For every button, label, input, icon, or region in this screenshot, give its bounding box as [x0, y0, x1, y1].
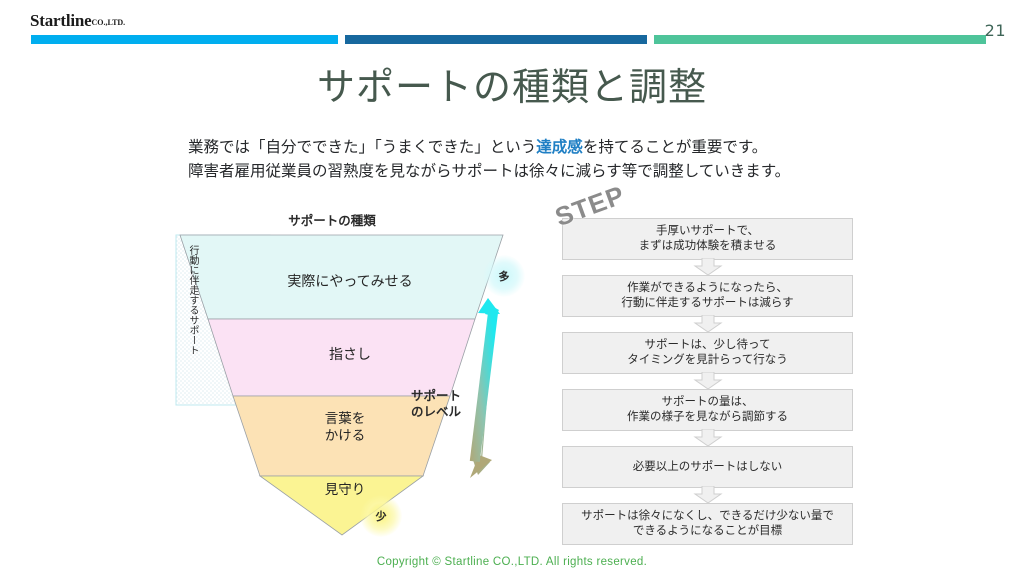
support-level-label-line1: サポート	[411, 389, 462, 403]
step-box-1-line2: まずは成功体験を積ませる	[638, 240, 777, 252]
support-level-arrow	[469, 298, 500, 478]
step-box-6-line2: できるようになることが目標	[632, 525, 783, 537]
logo-name: Startline	[30, 11, 92, 30]
header-bar-light-blue	[31, 35, 338, 44]
chevron-down-icon	[692, 258, 723, 275]
chevron-down-icon	[692, 486, 723, 503]
step-box-2-line2: 行動に伴走するサポートは減らす	[621, 297, 794, 309]
step-box-4-line2: 作業の様子を見ながら調節する	[627, 411, 788, 423]
company-logo: StartlineCO.,LTD.	[30, 11, 125, 31]
lead-line-1-after: を持てることが重要です。	[582, 139, 768, 156]
footer-copyright: Copyright © Startline CO.,LTD. All right…	[376, 556, 648, 568]
badge-few: 少	[360, 495, 402, 537]
step-box-1: 手厚いサポートで、 まずは成功体験を積ませる	[562, 218, 853, 260]
funnel-level-1	[179, 234, 504, 320]
header-bar-green	[654, 35, 986, 44]
step-gap-2	[562, 315, 853, 332]
step-box-1-line1: 手厚いサポートで、	[655, 225, 760, 237]
step-box-6: サポートは徐々になくし、できるだけ少ない量で できるようになることが目標	[562, 503, 853, 545]
chevron-down-icon	[692, 315, 723, 332]
step-box-4: サポートの量は、 作業の様子を見ながら調節する	[562, 389, 853, 431]
support-level-label-line2: のレベル	[411, 405, 462, 419]
step-gap-1	[562, 258, 853, 275]
step-gap-4	[562, 429, 853, 446]
step-box-5-line1: 必要以上のサポートはしない	[632, 460, 783, 473]
step-box-3-line2: タイミングを見計らって行なう	[627, 354, 788, 366]
step-box-6-line1: サポートは徐々になくし、できるだけ少ない量で	[581, 510, 834, 522]
step-box-4-line1: サポートの量は、	[661, 396, 754, 408]
funnel-caption: サポートの種類	[288, 214, 376, 228]
funnel-diagram: サポートの種類	[170, 210, 540, 545]
lead-line-1-before: 業務では「自分でできた」「うまくできた」という	[188, 139, 537, 156]
support-level-label: サポート のレベル	[411, 388, 461, 420]
lead-highlight: 達成感	[536, 139, 583, 156]
chevron-down-icon	[692, 372, 723, 389]
slide-title: サポートの種類と調整	[316, 67, 707, 109]
step-gap-5	[562, 486, 853, 503]
badge-many: 多	[483, 255, 525, 297]
funnel-side-label: 行動に伴走するサポート	[187, 245, 198, 355]
step-gap-3	[562, 372, 853, 389]
step-flow: STEP 手厚いサポートで、 まずは成功体験を積ませる 作業ができるようになった…	[551, 179, 853, 545]
step-box-3: サポートは、少し待って タイミングを見計らって行なう	[562, 332, 853, 374]
lead-paragraph: 業務では「自分でできた」「うまくできた」という達成感を持てることが重要です。 障…	[188, 136, 790, 184]
header-bar-dark-blue	[345, 35, 647, 44]
funnel-level-2	[207, 318, 476, 397]
step-box-5: 必要以上のサポートはしない	[562, 446, 853, 488]
step-box-2-line1: 作業ができるようになったら、	[627, 282, 788, 294]
logo-suffix: CO.,LTD.	[91, 18, 126, 27]
lead-line-1: 業務では「自分でできた」「うまくできた」という達成感を持てることが重要です。	[188, 136, 790, 160]
lead-line-2: 障害者雇用従業員の習熟度を見ながらサポートは徐々に減らす等で調整していきます。	[188, 163, 791, 180]
step-box-3-line1: サポートは、少し待って	[644, 339, 771, 351]
chevron-down-icon	[692, 429, 723, 446]
funnel-graphic	[175, 234, 504, 536]
step-box-2: 作業ができるようになったら、 行動に伴走するサポートは減らす	[562, 275, 853, 317]
page-number: 21	[984, 21, 1006, 40]
